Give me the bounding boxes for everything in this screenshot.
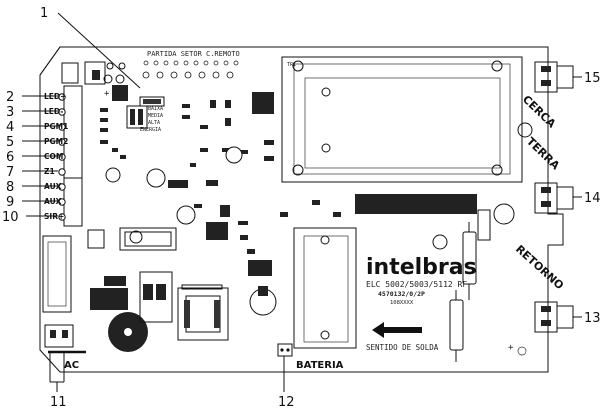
model-text: ELC 5002/5003/5112 RF xyxy=(366,280,467,289)
svg-text:+: + xyxy=(104,89,110,99)
callout-number: 12 xyxy=(278,395,295,410)
callout-number: 1 xyxy=(40,6,48,21)
battery-label: BATERIA xyxy=(296,360,344,371)
svg-text:+: + xyxy=(508,343,514,353)
direction-label: SENTIDO DE SOLDA xyxy=(366,343,439,352)
connector-cerca xyxy=(534,61,582,93)
arrow-left-icon xyxy=(372,322,422,338)
jumper-label: ALTA xyxy=(148,120,160,126)
callout-number: 7 xyxy=(6,165,14,180)
callout-number: 3 xyxy=(6,105,14,120)
serial-number: 108XXXX xyxy=(390,300,414,306)
connector-terra xyxy=(534,182,582,214)
callout-number: 10 xyxy=(2,210,19,225)
callout-number: 4 xyxy=(6,120,14,135)
cerca-label: CERCA xyxy=(520,93,559,131)
callout-number: 11 xyxy=(50,395,67,410)
callout-number: 6 xyxy=(6,150,14,165)
jumper-label: MEDIA xyxy=(148,113,163,119)
jumper-label: BAIXA xyxy=(148,106,163,112)
callout-number: 9 xyxy=(6,195,14,210)
connector-retorno xyxy=(534,301,582,333)
terra-label: TERRA xyxy=(524,135,562,173)
ac-label: AC xyxy=(64,360,79,371)
top-header: PARTIDA SETOR C.REMOTO xyxy=(147,50,240,58)
callout-number: 14 xyxy=(584,191,600,206)
ic-component xyxy=(252,92,274,114)
pcb-outline xyxy=(39,46,564,373)
relay-strip xyxy=(355,194,477,214)
left-terminal-block xyxy=(58,85,83,227)
jumper-area: BAIXA MEDIA ALTA ENERGIA xyxy=(126,96,165,133)
callout-number: 13 xyxy=(584,311,600,326)
svg-text:TR1: TR1 xyxy=(287,62,296,68)
callout-number: 2 xyxy=(6,90,14,105)
callout-number: 8 xyxy=(6,180,14,195)
transformer: TR1 xyxy=(281,56,523,183)
jumper-label: ENERGIA xyxy=(140,127,161,133)
callout-number: 15 xyxy=(584,71,600,86)
brand-logo: intelbras xyxy=(366,255,477,280)
retorno-label: RETORNO xyxy=(513,243,566,293)
callout-number: 5 xyxy=(6,135,14,150)
part-number: 4570132/0/2P xyxy=(378,290,425,298)
